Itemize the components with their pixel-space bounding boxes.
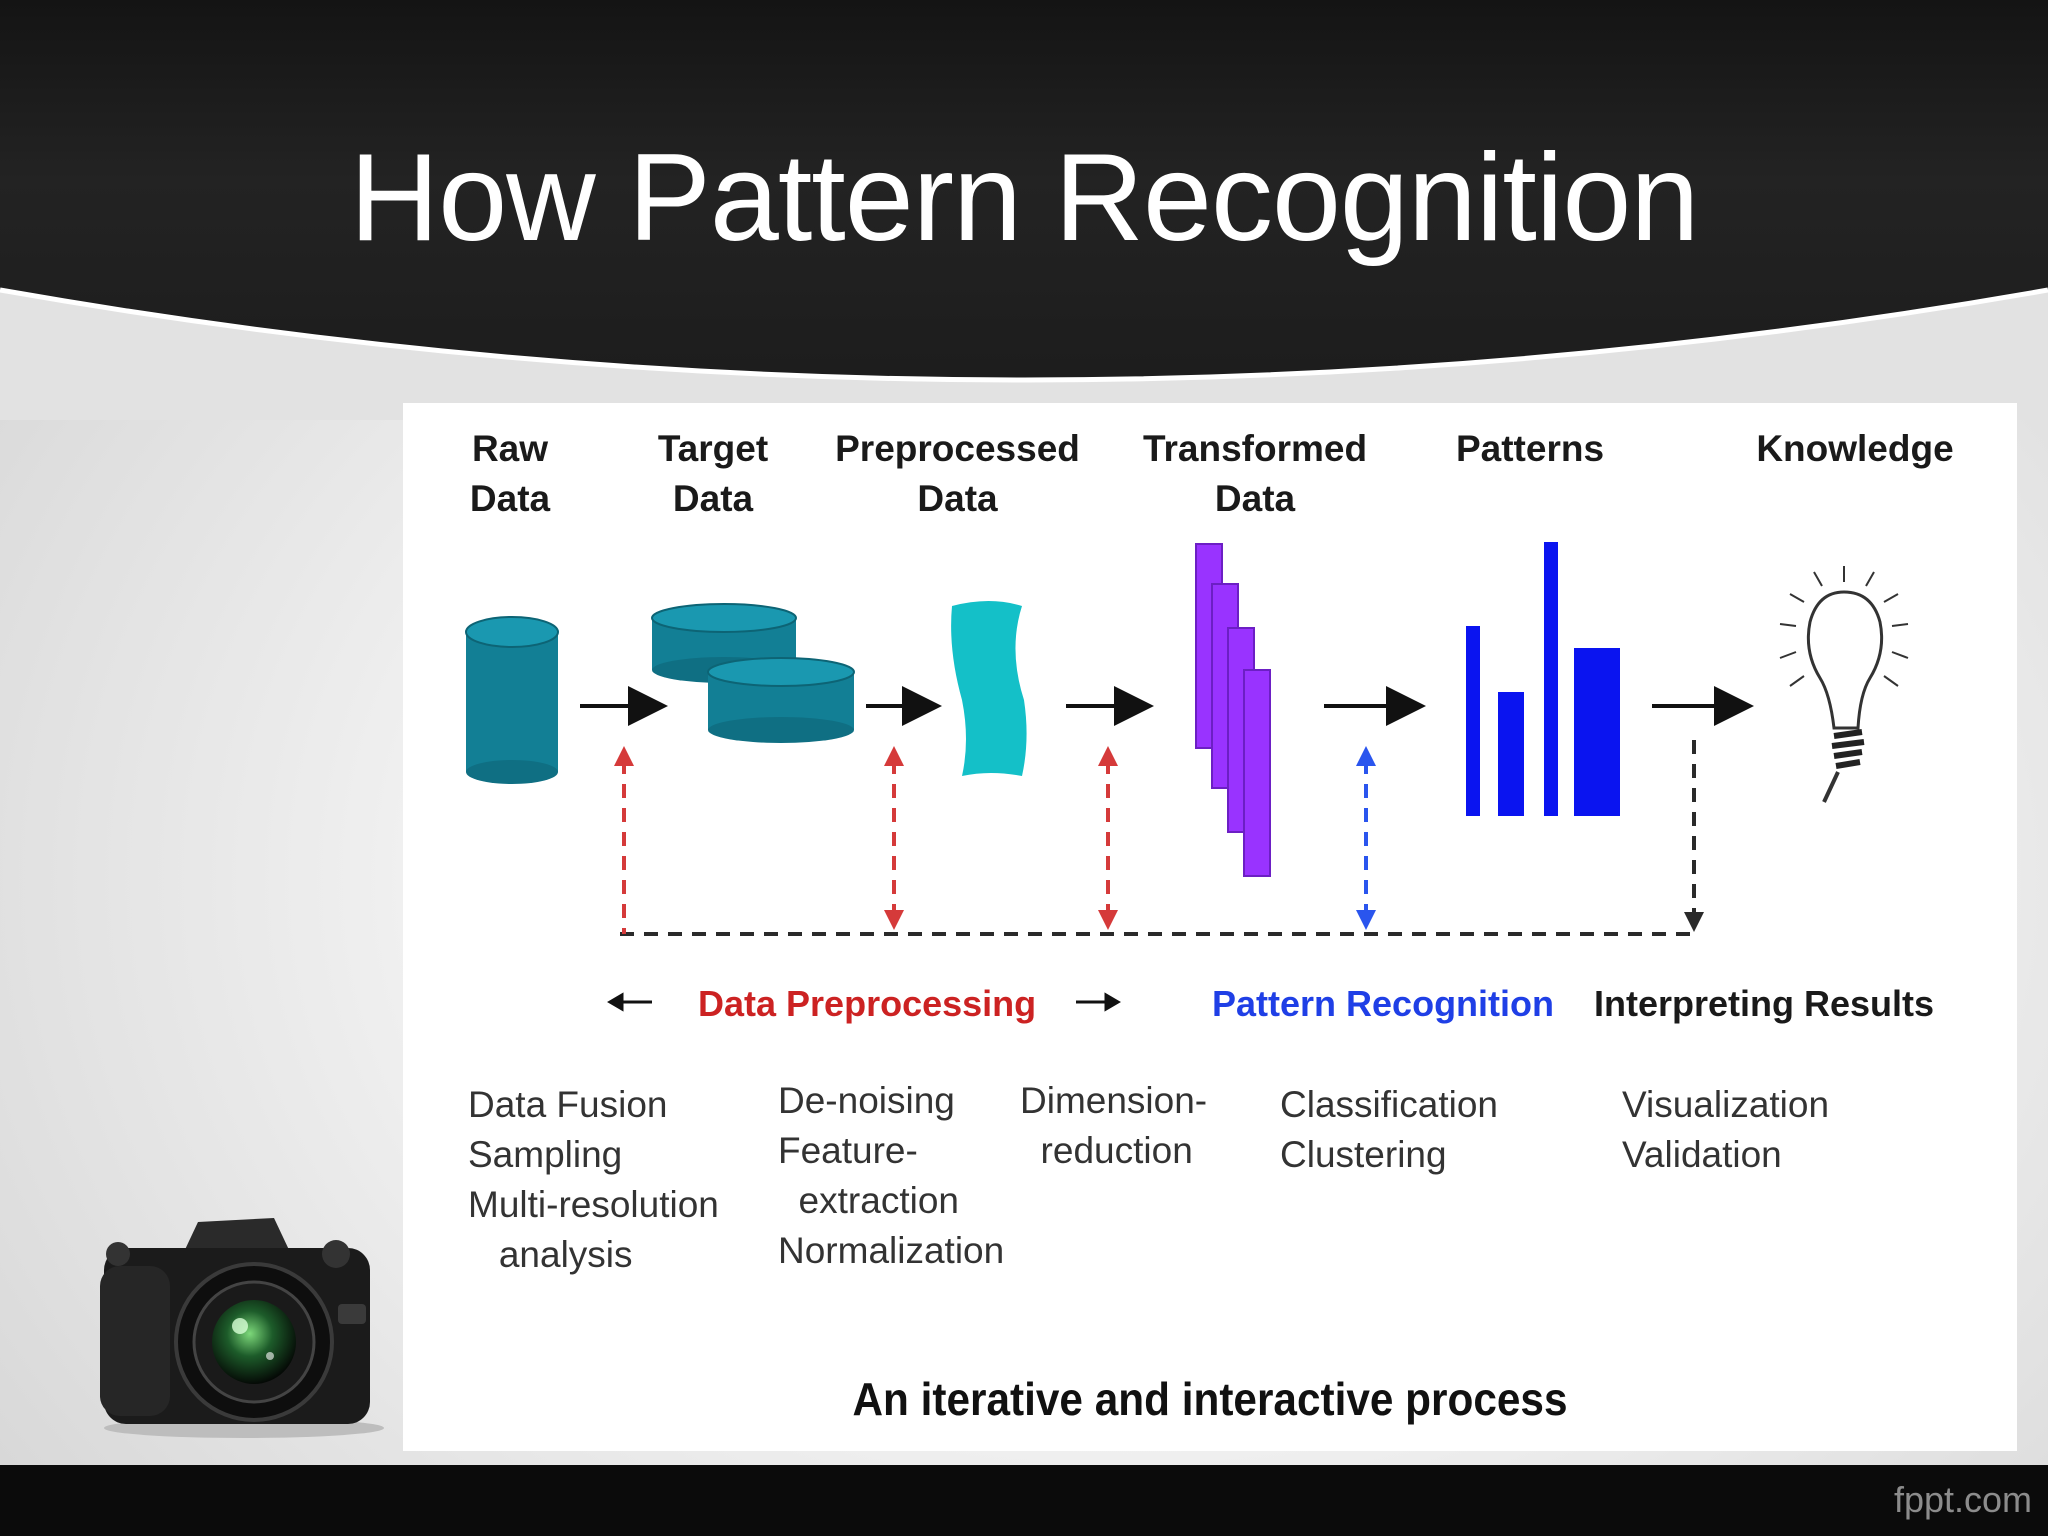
task-list-visualization: Visualization Validation bbox=[1622, 1084, 1830, 1175]
header-curve bbox=[0, 287, 2048, 420]
slide-title: How Pattern Recognition bbox=[349, 129, 1700, 267]
stage-label-transformed-data: Transformed Data bbox=[1142, 428, 1368, 519]
camera-icon bbox=[100, 1218, 384, 1438]
feedback-loop bbox=[620, 740, 1696, 936]
stage-label-knowledge: Knowledge bbox=[1756, 428, 1954, 469]
phase-label-interpreting-results: Interpreting Results bbox=[1594, 983, 1935, 1024]
footer-band: fppt.com bbox=[0, 1465, 2048, 1536]
cylinder-icon bbox=[465, 616, 559, 784]
diagram-caption: An iterative and interactive process bbox=[852, 1373, 1568, 1425]
phase-label-data-preprocessing: Data Preprocessing bbox=[698, 983, 1037, 1024]
task-list-classification: Classification Clustering bbox=[1280, 1084, 1498, 1175]
stage-label-target-data: Target Data bbox=[657, 428, 769, 519]
feedback-arrowheads bbox=[614, 746, 1704, 932]
stage-label-patterns: Patterns bbox=[1455, 428, 1605, 469]
header-band bbox=[0, 0, 2048, 400]
bar-chart-icon bbox=[1466, 542, 1620, 816]
task-list-denoising: De-noising Feature- extraction Normaliza… bbox=[778, 1080, 1005, 1271]
stage-label-raw-data: Raw Data bbox=[469, 428, 551, 519]
stacked-disks-icon bbox=[651, 603, 855, 743]
phase-span-arrows bbox=[607, 992, 1121, 1012]
stage-label-preprocessed-data: Preprocessed Data bbox=[835, 428, 1080, 519]
task-list-dimension-reduction: Dimension- reduction bbox=[1020, 1080, 1208, 1171]
phase-label-pattern-recognition: Pattern Recognition bbox=[1212, 983, 1555, 1024]
light-bulb-icon bbox=[1779, 566, 1909, 803]
layered-sheets-icon bbox=[1195, 543, 1271, 877]
brand-watermark: fppt.com bbox=[1893, 1479, 2032, 1520]
wavy-sheet-icon bbox=[951, 601, 1027, 776]
task-list-data-fusion: Data Fusion Sampling Multi-resolution an… bbox=[468, 1084, 719, 1275]
